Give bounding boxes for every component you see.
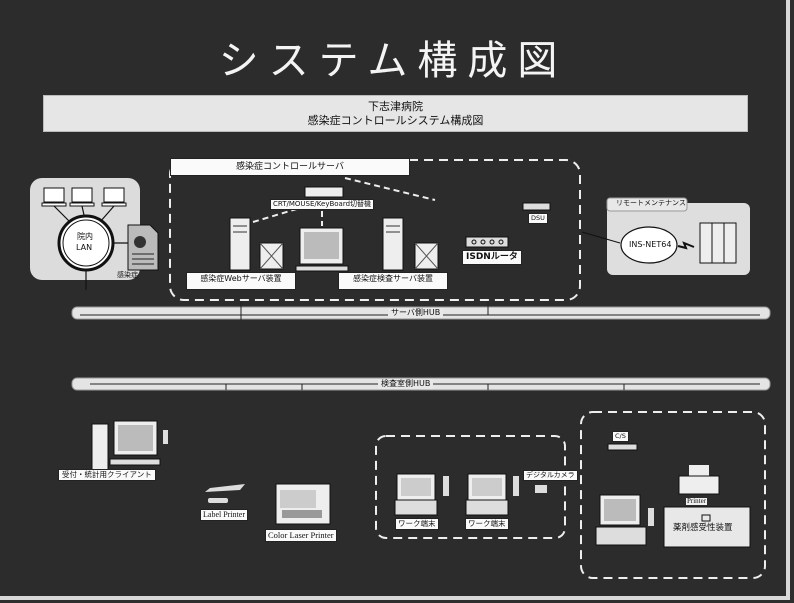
reception-client-label: 受付・統計用クライアント — [58, 469, 156, 481]
susceptibility-device-icon — [663, 506, 751, 548]
header-banner: 下志津病院 感染症コントロールシステム構成図 — [43, 95, 748, 132]
work-terminal-2-label: ワーク端末 — [465, 518, 509, 530]
web-server-tower — [229, 217, 251, 271]
test-server-label: 感染症検査サーバ装置 — [338, 272, 448, 290]
ins-net64-cloud — [620, 226, 678, 264]
lan-label-line2: LAN — [76, 243, 93, 252]
document-label: 感染症 — [117, 271, 138, 279]
work-terminal-1-label: ワーク端末 — [395, 518, 439, 530]
web-server-unknown-box — [259, 242, 284, 270]
printer-label: Printer — [686, 497, 708, 505]
color-laser-printer-icon — [275, 483, 331, 525]
server-group-border — [169, 159, 581, 301]
label-printer-icon — [205, 484, 245, 503]
system-name: 感染症コントロールシステム構成図 — [307, 114, 484, 127]
ins-net64-label: INS-NET64 — [629, 240, 672, 249]
work-laptop-2 — [465, 473, 519, 516]
switch-device — [304, 186, 344, 198]
isdn-router-label: ISDNルータ — [462, 250, 522, 265]
switch-label: CRT/MOUSE/KeyBoard切替機 — [270, 199, 375, 210]
lab-device-group-border — [580, 411, 766, 579]
isdn-router-icon — [465, 236, 509, 248]
test-server-unknown-box — [414, 242, 439, 270]
remote-maintenance-label: リモートメンテナンス — [616, 199, 686, 207]
web-server-label: 感染症Webサーバ装置 — [186, 272, 296, 290]
label-printer-label: Label Printer — [200, 509, 248, 521]
cs-device-icon — [607, 443, 638, 451]
lan-monitor-icons — [41, 187, 127, 207]
work-terminal-group-border — [375, 435, 566, 539]
digital-camera-icon — [535, 485, 547, 493]
lab-hub-label: 検査室側HUB — [378, 379, 434, 389]
reception-pc-icon — [91, 420, 168, 471]
remote-cabinet-icon — [699, 222, 737, 264]
document-icon — [127, 224, 159, 271]
server-hub-label: サーバ側HUB — [388, 308, 444, 318]
server-group-label: 感染症コントロールサーバ — [170, 158, 410, 176]
work-laptop-1 — [394, 473, 449, 516]
susceptibility-device-label: 薬剤感受性装置 — [673, 523, 733, 533]
hospital-name: 下志津病院 — [368, 100, 423, 113]
console-monitor — [295, 227, 349, 272]
lab-pc-icon — [595, 494, 654, 546]
lab-printer-icon — [678, 465, 720, 495]
cs-label: C/S — [612, 431, 629, 442]
lan-label-line1: 院内 — [77, 232, 93, 241]
color-laser-printer-label: Color Laser Printer — [265, 529, 337, 542]
test-server-tower — [382, 217, 404, 271]
page-title: システム構成図 — [218, 38, 568, 84]
digital-camera-label: デジタルカメラ — [523, 470, 578, 481]
dsu-label: DSU — [528, 213, 548, 224]
dsu-icon — [522, 202, 551, 211]
